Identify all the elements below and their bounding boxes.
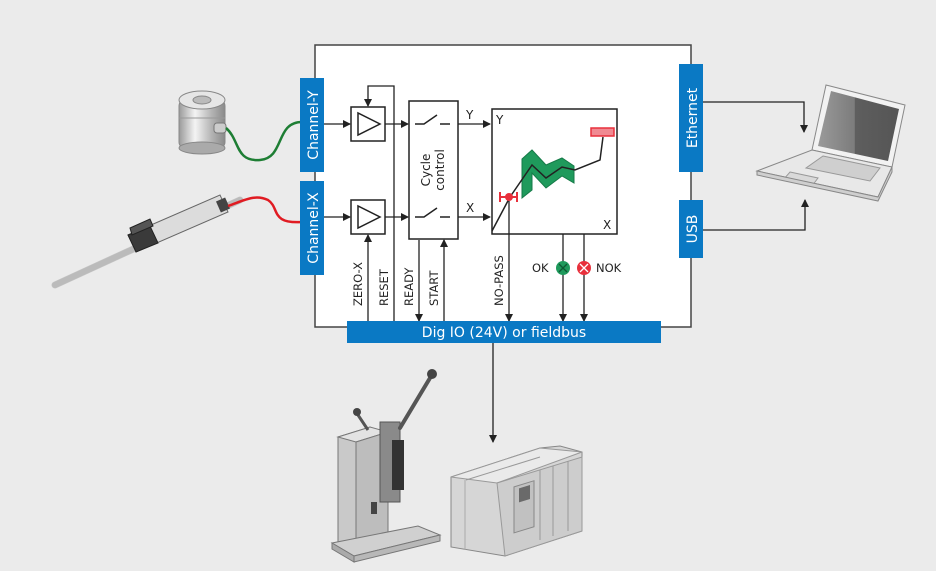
usb-label: USB xyxy=(685,215,701,244)
channel-y-tab: Channel-Y xyxy=(300,78,324,172)
amplifier-y xyxy=(350,106,386,142)
channel-x-label: Channel-X xyxy=(306,192,322,264)
signal-nok: NOK xyxy=(596,261,622,275)
fieldbus-bar: Dig IO (24V) or fieldbus xyxy=(347,321,661,343)
channel-x-cable xyxy=(227,196,303,224)
channel-y-label: Channel-Y xyxy=(306,90,322,160)
switch-output-x: X xyxy=(466,201,474,215)
signal-no-pass: NO-PASS xyxy=(492,255,506,306)
signal-start: START xyxy=(427,270,441,306)
plc-image xyxy=(450,445,583,557)
ethernet-tab: Ethernet xyxy=(679,64,703,172)
fieldbus-label: Dig IO (24V) or fieldbus xyxy=(422,325,586,341)
graph-axis-x-label: X xyxy=(603,218,611,232)
cycle-control-label-1: Cycle xyxy=(419,154,433,187)
usb-tab: USB xyxy=(679,200,703,258)
evaluation-graph: Y X xyxy=(491,108,618,235)
signal-reset: RESET xyxy=(377,268,391,306)
switch-output-y: Y xyxy=(465,108,474,122)
graph-axis-y-label: Y xyxy=(495,113,504,127)
force-sensor-image xyxy=(178,90,227,155)
measurement-curve xyxy=(491,136,604,232)
signal-ok: OK xyxy=(532,261,549,275)
cycle-control-label-2: control xyxy=(433,149,447,191)
exit-window xyxy=(590,127,615,137)
cycle-control-block: Cycle control xyxy=(408,100,459,240)
channel-y-cable xyxy=(225,120,303,162)
amplifier-x xyxy=(350,199,386,235)
ethernet-label: Ethernet xyxy=(685,87,701,148)
laptop-image xyxy=(755,84,906,202)
signal-zero-x: ZERO-X xyxy=(351,262,365,306)
envelope-window xyxy=(521,149,575,200)
no-pass-window xyxy=(499,192,518,202)
nok-lamp-icon xyxy=(577,261,591,275)
signal-ready: READY xyxy=(402,267,416,306)
channel-x-tab: Channel-X xyxy=(300,181,324,275)
ok-lamp-icon xyxy=(556,261,570,275)
displacement-sensor-image xyxy=(51,194,244,289)
manual-press-image xyxy=(330,369,442,563)
